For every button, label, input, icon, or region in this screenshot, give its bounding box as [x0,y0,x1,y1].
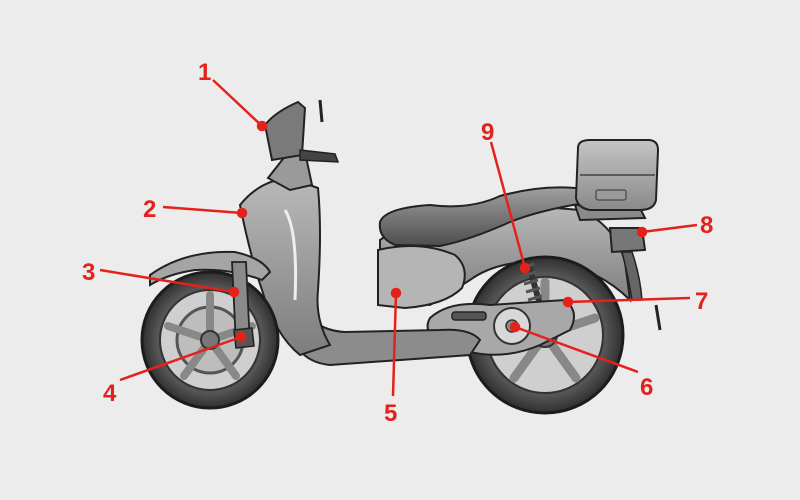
callout-labels: 1 2 3 4 5 6 7 8 9 [82,59,713,427]
callout-line-2 [162,205,243,215]
callout-line-6 [514,325,639,374]
windscreen [263,100,307,162]
callout-dot-5 [390,287,402,299]
tail-light-assembly [608,227,662,331]
callout-number-7: 7 [695,288,708,315]
callout-number-5: 5 [384,400,397,427]
callout-line-8 [641,223,698,234]
callout-number-3: 3 [82,259,95,286]
callout-number-8: 8 [700,212,713,239]
callout-dot-7 [562,296,574,308]
callout-number-9: 9 [481,119,494,146]
handlebar [299,149,340,163]
callout-line-3 [99,268,235,294]
callout-line-9 [489,141,527,269]
front-fender [149,250,272,287]
callout-number-4: 4 [103,380,117,407]
callout-number-1: 1 [198,59,211,86]
callout-line-5 [391,292,398,397]
callout-line-1 [212,79,263,127]
side-panel [377,245,466,310]
callout-dot-6 [509,321,521,333]
callout-number-2: 2 [143,196,156,223]
callout-line-4 [119,335,242,382]
callout-dot-9 [519,262,531,274]
callout-dot-1 [256,120,268,132]
scooter-illustration [140,99,662,415]
callout-dot-3 [228,286,240,298]
callout-number-6: 6 [640,374,653,401]
footrest [451,311,487,321]
callout-dot-8 [636,226,648,238]
callout-dot-4 [235,331,247,343]
front-wheel [140,270,280,410]
callout-dot-2 [236,207,248,219]
top-case [574,139,660,211]
callout-lines [99,79,698,397]
callout-line-7 [567,296,691,304]
